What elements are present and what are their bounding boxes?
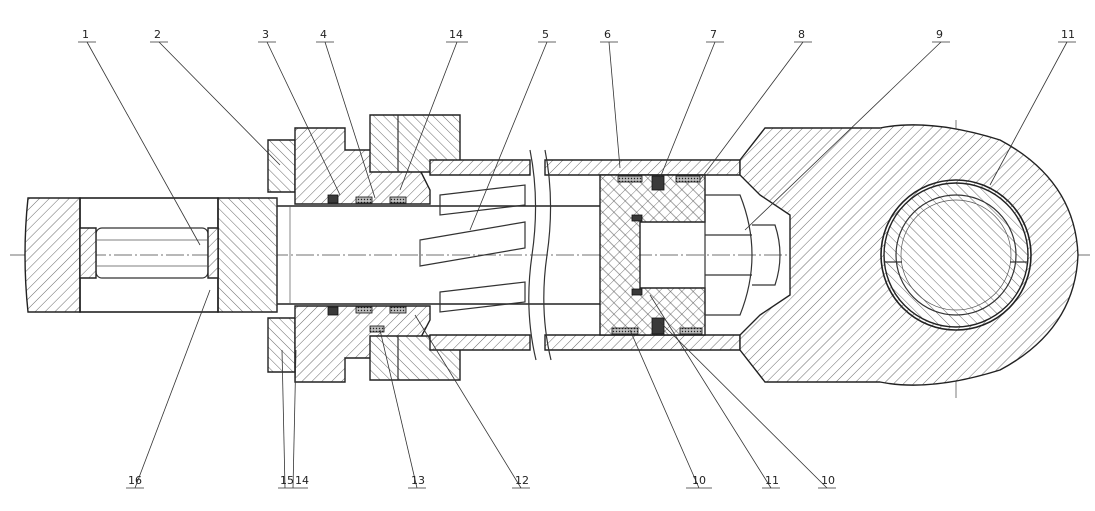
label-item-5: 5 xyxy=(542,28,549,41)
label-item-11-bottom: 11 xyxy=(765,474,779,487)
label-item-14-bottom: 14 xyxy=(295,474,309,487)
label-item-1: 1 xyxy=(82,28,89,41)
gland-flange xyxy=(267,139,296,373)
label-item-3: 3 xyxy=(262,28,269,41)
label-item-7: 7 xyxy=(710,28,717,41)
cylinder-bottom-eye xyxy=(739,124,1079,386)
label-item-6: 6 xyxy=(604,28,611,41)
leader-lines xyxy=(78,41,1076,489)
piston-rod xyxy=(276,198,600,312)
label-item-10-right: 10 xyxy=(821,474,835,487)
cylinder-barrel xyxy=(429,149,741,361)
label-item-15: 15 xyxy=(280,474,294,487)
label-item-16: 16 xyxy=(128,474,142,487)
label-item-10-left: 10 xyxy=(692,474,706,487)
label-item-8: 8 xyxy=(798,28,805,41)
guide-sleeve xyxy=(294,127,431,383)
label-item-14-top: 14 xyxy=(449,28,463,41)
label-item-13: 13 xyxy=(411,474,425,487)
label-item-2: 2 xyxy=(154,28,161,41)
rod-end-clevis xyxy=(24,197,278,313)
label-item-9: 9 xyxy=(936,28,943,41)
rod-section-detail xyxy=(419,184,526,313)
label-item-4: 4 xyxy=(320,28,327,41)
piston xyxy=(599,174,706,336)
piston-nut xyxy=(704,194,781,316)
label-item-12: 12 xyxy=(515,474,529,487)
eye-bore xyxy=(880,179,1032,331)
label-item-11-top: 11 xyxy=(1061,28,1075,41)
